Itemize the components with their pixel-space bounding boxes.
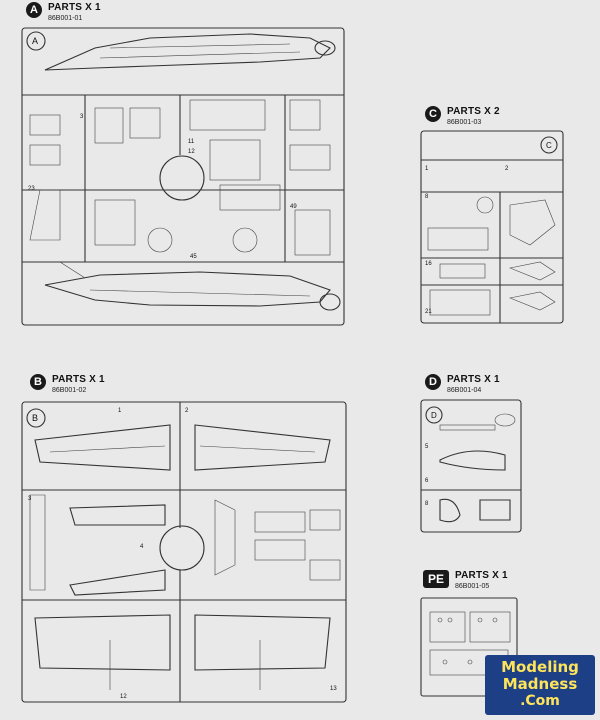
sprue-b-header: B PARTS X 1 86B001-02 [30, 374, 105, 396]
svg-text:13: 13 [330, 686, 337, 692]
sprue-a-badge: A [26, 2, 42, 18]
svg-text:3: 3 [80, 114, 84, 120]
sprue-c-badge: C [425, 106, 441, 122]
svg-text:8: 8 [425, 194, 429, 200]
watermark-line-3: .Com [520, 693, 560, 709]
svg-text:3: 3 [28, 496, 32, 502]
sprue-b-code: 86B001-02 [52, 387, 87, 394]
svg-text:16: 16 [425, 261, 432, 267]
svg-text:C: C [546, 141, 552, 150]
svg-text:45: 45 [190, 254, 197, 260]
sprue-d-code: 86B001-04 [447, 387, 482, 394]
svg-text:12: 12 [188, 149, 195, 155]
sprue-a-parts: PARTS X 1 [48, 2, 101, 13]
svg-text:2: 2 [505, 166, 509, 172]
modelingmadness-watermark-logo: Modeling Madness .Com [485, 655, 595, 715]
sprue-d-header: D PARTS X 1 86B001-04 [425, 374, 500, 396]
svg-text:21: 21 [425, 309, 432, 315]
svg-text:4: 4 [140, 544, 144, 550]
watermark-line-1: Modeling [501, 658, 579, 676]
sprue-d-badge: D [425, 374, 441, 390]
sprue-d-parts: PARTS X 1 [447, 374, 500, 385]
sprue-c-header: C PARTS X 2 86B001-03 [425, 106, 500, 128]
sprue-b-parts: PARTS X 1 [52, 374, 105, 385]
svg-text:6: 6 [425, 478, 429, 484]
svg-text:2: 2 [185, 408, 189, 414]
svg-text:11: 11 [188, 139, 195, 145]
pe-code: 86B001-05 [455, 583, 490, 590]
pe-badge: PE [423, 570, 449, 588]
sprue-b-badge: B [30, 374, 46, 390]
svg-text:B: B [32, 413, 38, 423]
sprue-c-code: 86B001-03 [447, 119, 482, 126]
svg-text:12: 12 [120, 694, 127, 700]
sprue-a-code: 86B001-01 [48, 15, 83, 22]
svg-text:5: 5 [425, 444, 429, 450]
svg-text:A: A [32, 36, 38, 46]
svg-text:D: D [431, 411, 437, 420]
svg-text:1: 1 [425, 166, 429, 172]
sprue-c-parts: PARTS X 2 [447, 106, 500, 117]
svg-text:1: 1 [118, 408, 122, 414]
svg-text:49: 49 [290, 204, 297, 210]
sprue-a-header: A PARTS X 1 86B001-01 [26, 2, 101, 24]
pe-parts: PARTS X 1 [455, 570, 508, 581]
watermark-line-2: Madness [502, 675, 578, 693]
svg-text:8: 8 [425, 501, 429, 507]
pe-header: PE PARTS X 1 86B001-05 [423, 570, 508, 592]
svg-text:23: 23 [28, 186, 35, 192]
